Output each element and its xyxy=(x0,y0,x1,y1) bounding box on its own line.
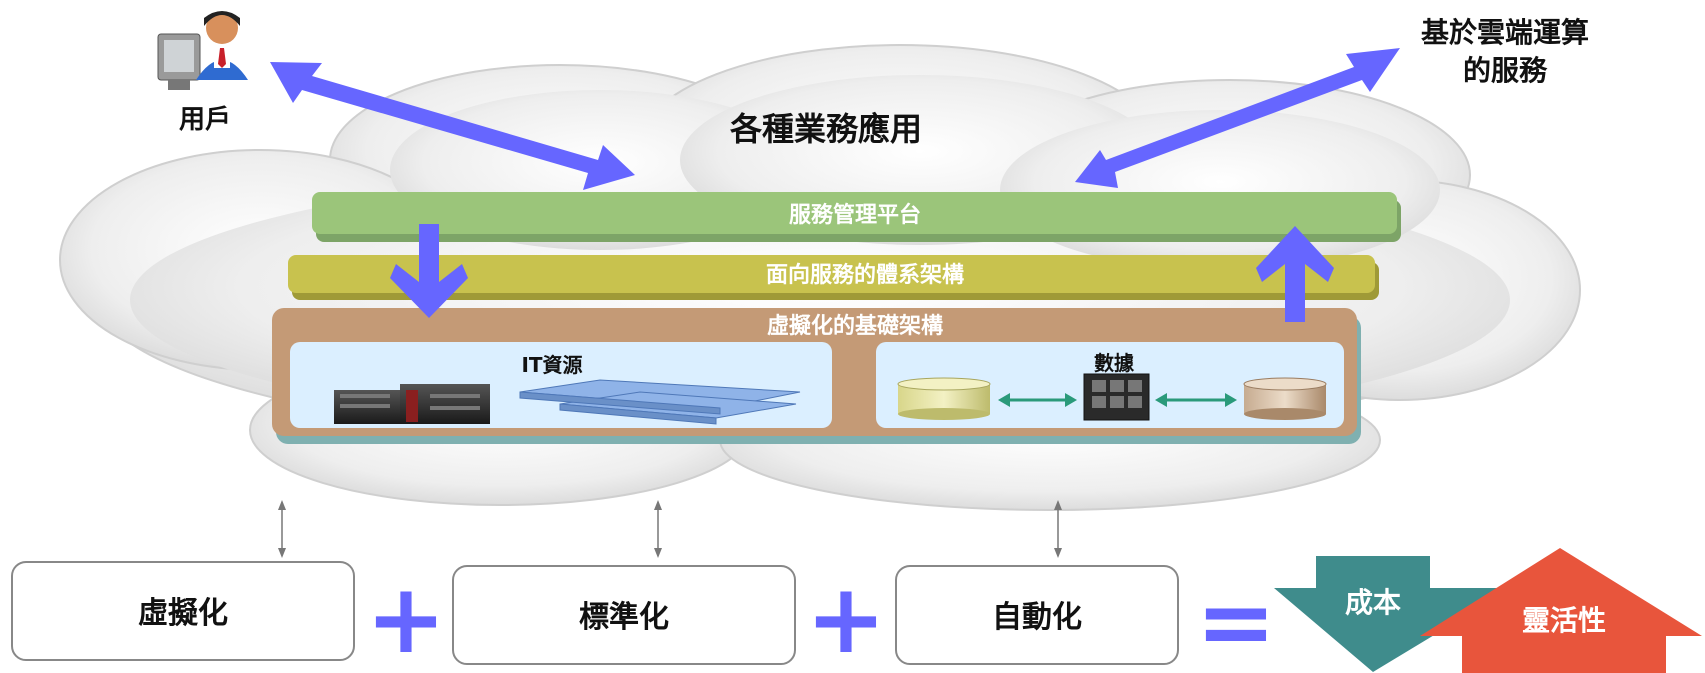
plus-sign-2: + xyxy=(806,563,886,673)
virtualization-label: 虛擬化 xyxy=(138,596,228,631)
cloud-service-label-line2: 的服務 xyxy=(1463,54,1548,87)
virtual-infrastructure-label: 虛擬化的基礎架構 xyxy=(767,313,943,339)
automation-label: 自動化 xyxy=(992,600,1082,635)
automation-box xyxy=(895,565,1179,665)
storage-server-icon xyxy=(1083,373,1150,421)
database-cylinder-right-icon xyxy=(1243,377,1327,420)
user-computer-icon xyxy=(157,11,248,90)
cloud-service-label-line1: 基於雲端運算 xyxy=(1421,16,1589,49)
flexibility-up-arrow-icon xyxy=(1420,548,1702,673)
bidirectional-arrow-right xyxy=(1155,393,1237,407)
connector-arrow-3 xyxy=(1054,500,1062,558)
cost-label: 成本 xyxy=(1345,586,1401,619)
flexibility-label: 靈活性 xyxy=(1522,604,1606,637)
user-label: 用戶 xyxy=(179,105,231,135)
cloud-title: 各種業務應用 xyxy=(730,110,922,148)
service-cloud-double-arrow xyxy=(1075,48,1400,188)
service-management-layer xyxy=(312,192,1401,242)
server-rack-icon xyxy=(334,384,490,424)
user-cloud-double-arrow xyxy=(270,62,635,190)
standardization-box xyxy=(452,565,796,665)
soa-label: 面向服務的體系架構 xyxy=(766,262,964,288)
soa-layer xyxy=(288,255,1379,300)
service-management-label: 服務管理平台 xyxy=(789,202,921,228)
it-resources-label: IT資源 xyxy=(521,353,582,377)
database-cylinder-left-icon xyxy=(897,377,991,420)
up-arrow-icon xyxy=(1256,226,1334,322)
connector-arrow-2 xyxy=(654,500,662,558)
bidirectional-arrow-left xyxy=(998,393,1077,407)
cost-down-arrow-icon xyxy=(1274,556,1512,672)
down-arrow-icon xyxy=(390,224,468,318)
connector-arrow-1 xyxy=(278,500,286,558)
plus-sign-1: + xyxy=(366,563,446,673)
virtualization-box xyxy=(11,561,355,661)
standardization-label: 標準化 xyxy=(579,600,669,635)
equals-sign: = xyxy=(1196,566,1276,673)
network-servers-icon xyxy=(519,379,801,425)
data-label: 數據 xyxy=(1094,351,1135,375)
